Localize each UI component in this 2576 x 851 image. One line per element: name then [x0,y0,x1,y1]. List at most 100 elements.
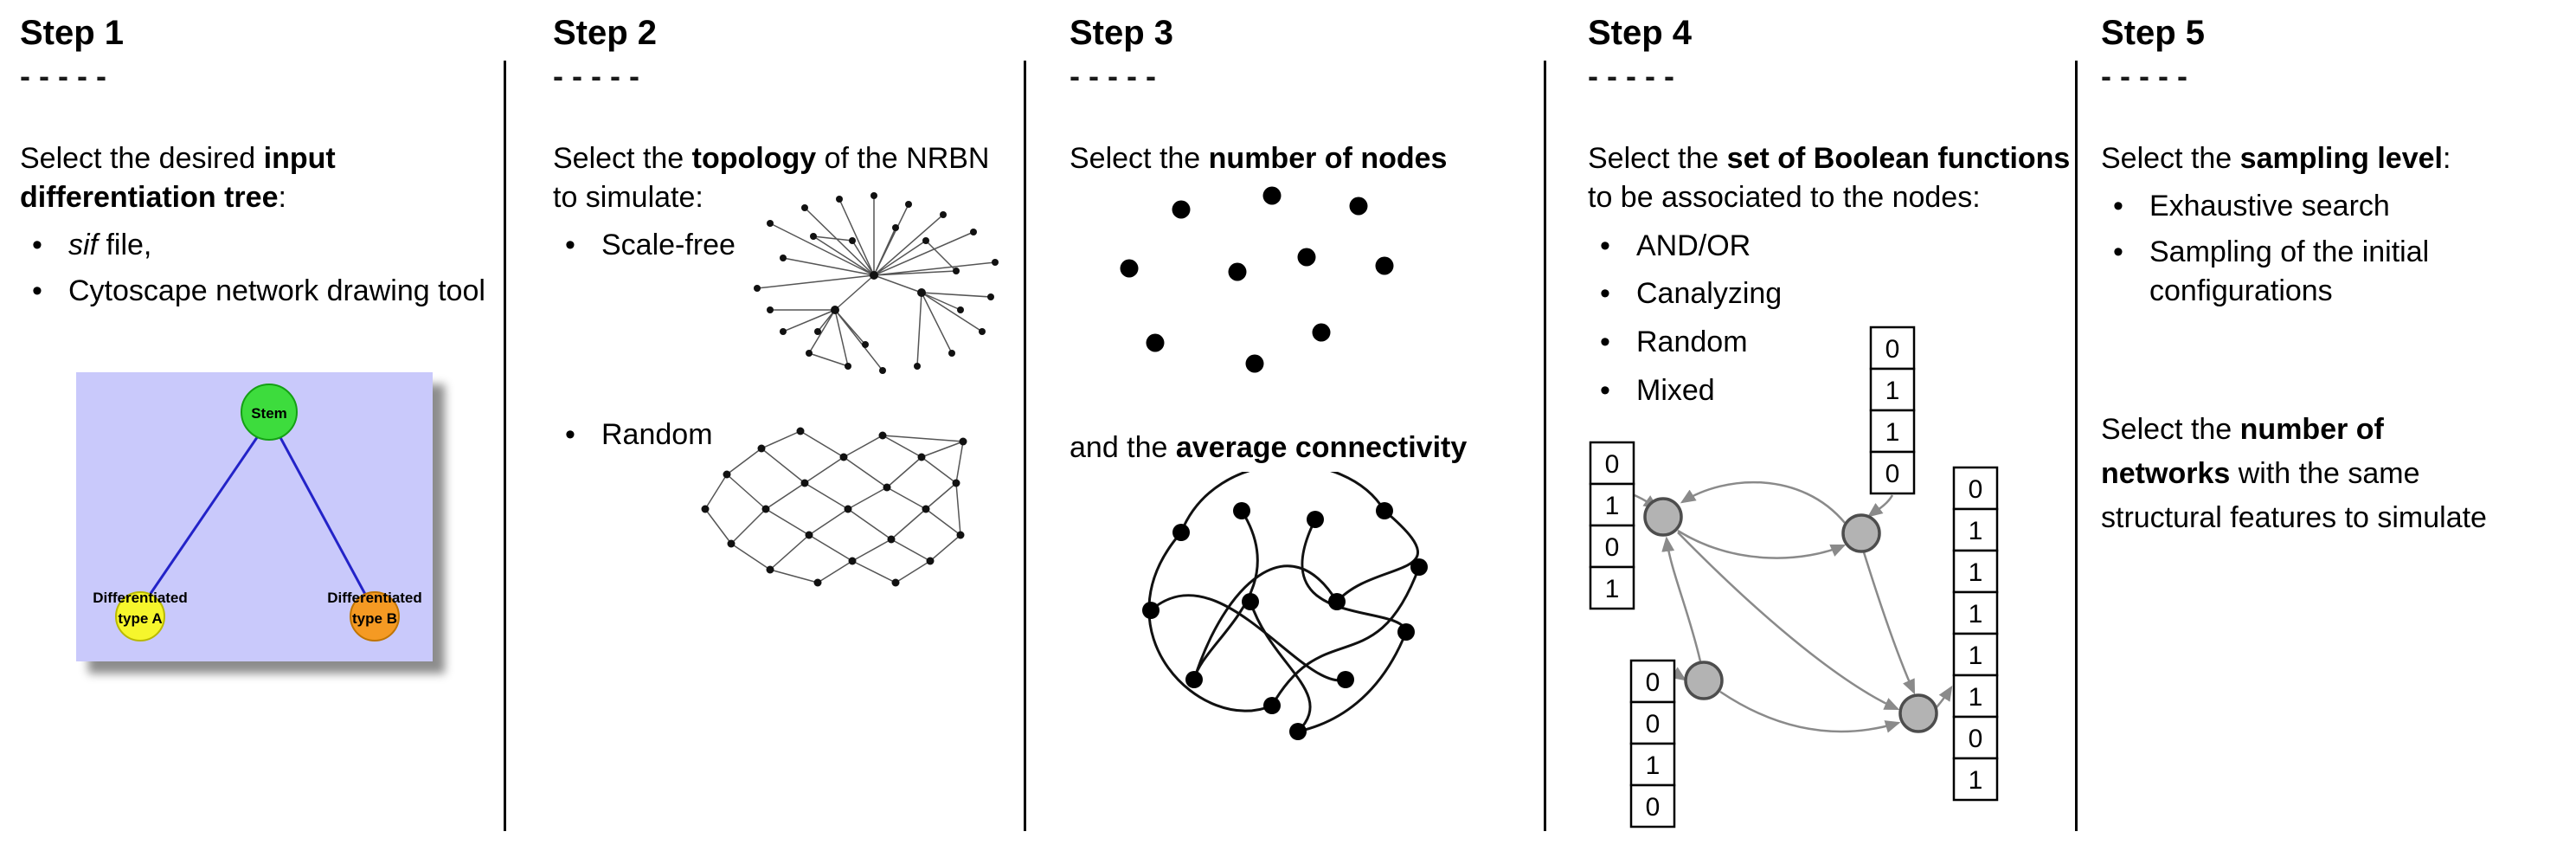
paragraph-line: Select the number of [2101,413,2384,446]
bullet-label: Random [1636,325,1748,358]
step-5-column: Step 5 - - - - - Select the sampling lev… [2101,14,2573,540]
bullet-label: Scale-free [601,228,736,261]
step-4-column: Step 4 - - - - - Select the set of Boole… [1588,14,2072,411]
bullet-random: Random [553,416,1020,455]
paragraph-text: structural features to simulate [2101,500,2487,534]
column-divider [1024,61,1026,831]
type-a-label-line2: type A [118,610,162,627]
intro-bold: number of nodes [1208,142,1448,175]
step-3-intro: Select the number of nodes [1070,139,1544,178]
random-network-image [688,405,986,609]
nodes-dots-svg [1120,186,1394,373]
bullet-label: file, [98,228,152,261]
column-divider [2075,61,2078,831]
paragraph-bold: networks [2101,456,2231,490]
nodes-dots-image [1095,184,1501,417]
truth-cell: 0 [1885,335,1900,364]
truth-cell: 1 [1969,683,1983,712]
bullet-label: Random [601,417,713,451]
step-2-title: Step 2 [553,14,658,52]
gene-node [1643,497,1683,537]
intro-bold: average connectivity [1175,431,1468,464]
node-dots [1120,186,1394,373]
bullet-label: Canalyzing [1636,277,1783,311]
random-edges [704,430,964,583]
step-2-intro: Select the topology of the NRBN to simul… [553,139,1020,217]
intro-bold: sampling level [2239,142,2443,175]
truth-cell: 1 [1969,558,1983,587]
connectivity-graph-svg [1142,463,1428,740]
connectivity-nodes [1142,502,1428,740]
scale-free-nodes [754,192,999,374]
truth-cell: 1 [1646,751,1661,780]
intro-text: Select the [1070,142,1209,175]
intro-text: : [2442,142,2451,175]
bullet-label: Cytoscape network drawing tool [68,274,485,307]
intro-text: Select the desired [20,142,264,175]
intro-text: to be associated to the nodes: [1588,180,1981,214]
truth-table-top: 0 1 1 0 [1869,326,1916,495]
step-1-title: Step 1 [20,14,125,52]
bullet-italic: sif [68,228,98,261]
truth-cell: 1 [1969,600,1983,629]
step-4-title: Step 4 [1588,14,1693,52]
truth-table-left: 0 1 0 1 [1589,441,1635,610]
step-2-bullets: Scale-free Random [553,226,1020,455]
paragraph-text: Select the [2101,412,2240,446]
tree-edges [146,430,369,598]
intro-bold: topology [691,142,817,175]
bullet-and-or: AND/OR [1588,226,2072,268]
truth-cell: 1 [1969,641,1983,670]
bullet-sif-file: sif file, [20,226,491,265]
truth-cell: 0 [1605,450,1620,479]
intro-text: Select the [2101,142,2240,175]
differentiation-tree-image: Stem Differentiated type A Differentiate… [76,372,433,661]
step-5-networks-paragraph: Select the number of networks with the s… [2101,408,2573,540]
bullet-label: Exhaustive search [2149,189,2390,222]
step-2-dashes: - - - - - [553,58,639,93]
step-5-title: Step 5 [2101,14,2206,52]
intro-text: Select the [1588,142,1727,175]
intro-text: Select the [553,142,692,175]
column-divider [504,61,506,831]
gene-node [1898,693,1938,733]
differentiation-tree-svg: Stem Differentiated type A Differentiate… [76,372,433,661]
paragraph-line: networks with the same [2101,457,2419,490]
truth-cell: 0 [1646,793,1661,822]
bullet-mixed: Mixed [1588,371,2072,412]
column-divider [1544,61,1546,831]
truth-cell: 0 [1646,668,1661,697]
random-nodes [701,427,967,587]
truth-cell: 0 [1885,460,1900,488]
paragraph-text: with the same [2230,456,2420,490]
bullet-label: AND/OR [1636,229,1751,262]
step-1-bullets: sif file, Cytoscape network drawing tool [20,226,491,311]
bullet-label: Mixed [1636,373,1715,407]
bullet-random-functions: Random [1588,322,2072,364]
intro-bold: input differentiation tree [20,142,336,214]
paragraph-line: structural features to simulate [2101,501,2487,534]
step-3-column: Step 3 - - - - - Select the number of no… [1070,14,1544,178]
step-4-dashes: - - - - - [1588,58,1674,93]
intro-bold: set of Boolean functions [1726,142,2071,175]
step-3-connectivity-text: and the average connectivity [1070,431,1467,465]
step-3-dashes: - - - - - [1070,58,1156,93]
step-1-dashes: - - - - - [20,58,106,93]
intro-text: of the NRBN to simulate: [553,142,990,214]
scale-free-network-svg [754,192,999,374]
type-a-label-line1: Differentiated [93,590,188,606]
truth-cell: 1 [1605,492,1620,520]
scale-free-network-image [731,189,1017,401]
step-1-intro: Select the desired input differentiation… [20,139,491,217]
stem-label: Stem [251,405,287,422]
step-5-intro: Select the sampling level: [2101,139,2573,178]
truth-cell: 0 [1969,725,1983,753]
type-b-label-line1: Differentiated [327,590,422,606]
truth-table-bottom: 0 0 1 0 [1629,659,1676,828]
bullet-sampling-initial-configurations: Sampling of the initial configurations [2101,233,2573,311]
bullet-label: Sampling of the initial configurations [2149,235,2430,307]
boolean-network-svg: 0 1 0 1 0 1 1 0 0 [1589,326,1999,828]
connectivity-graph-image [1121,463,1462,753]
gene-node [1684,661,1724,700]
